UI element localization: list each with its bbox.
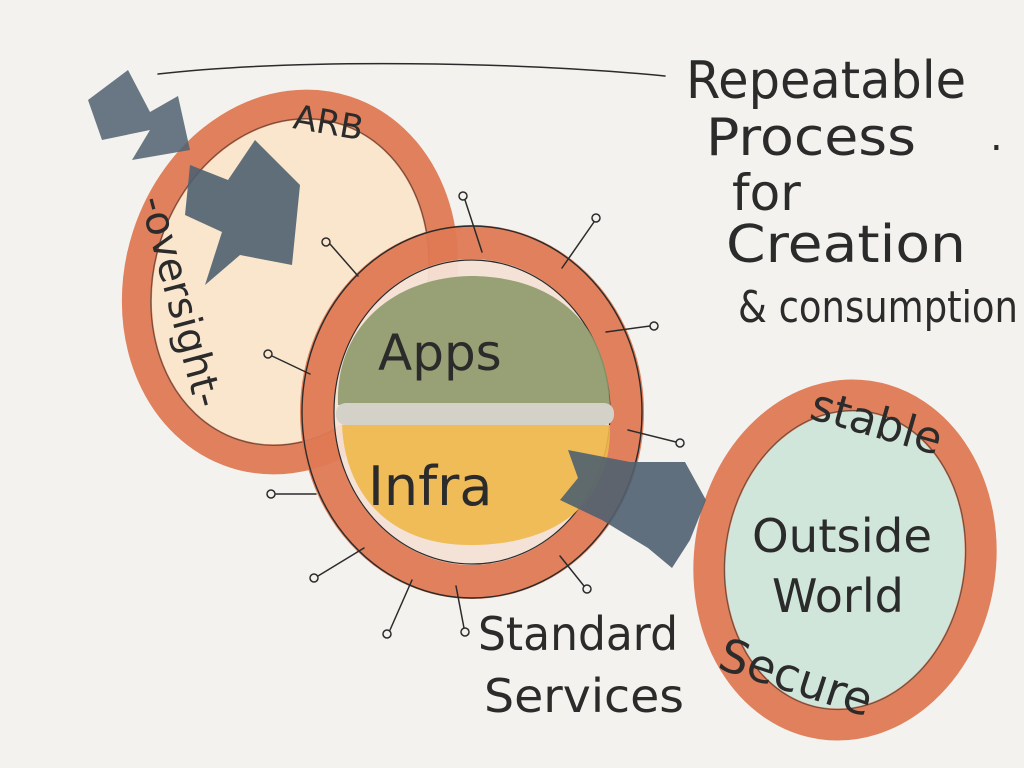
outside-world-ring <box>693 379 997 741</box>
apps-region <box>337 276 610 405</box>
apps-infra-divider <box>336 403 614 425</box>
infra-label: Infra <box>368 455 492 518</box>
outbound-arrow <box>560 450 706 568</box>
note-line-3: for <box>732 164 801 222</box>
process-note: Repeatable Process . for Creation & cons… <box>686 51 1018 333</box>
note-line-2: Process <box>706 108 916 168</box>
note-line-1: Repeatable <box>686 51 966 111</box>
apps-label: Apps <box>378 324 502 382</box>
services-label: Services <box>484 669 684 723</box>
connector-line <box>157 62 666 77</box>
note-dot: . <box>990 114 1003 160</box>
world-label: World <box>772 569 904 623</box>
arb-input-arrow <box>185 140 300 285</box>
note-line-5: & consumption <box>738 282 1018 333</box>
service-pins <box>263 191 685 639</box>
outside-label: Outside <box>752 509 932 563</box>
infra-region <box>342 425 611 545</box>
process-arrow-top <box>88 70 190 160</box>
standard-label: Standard <box>478 607 678 661</box>
note-line-4: Creation <box>726 215 966 275</box>
